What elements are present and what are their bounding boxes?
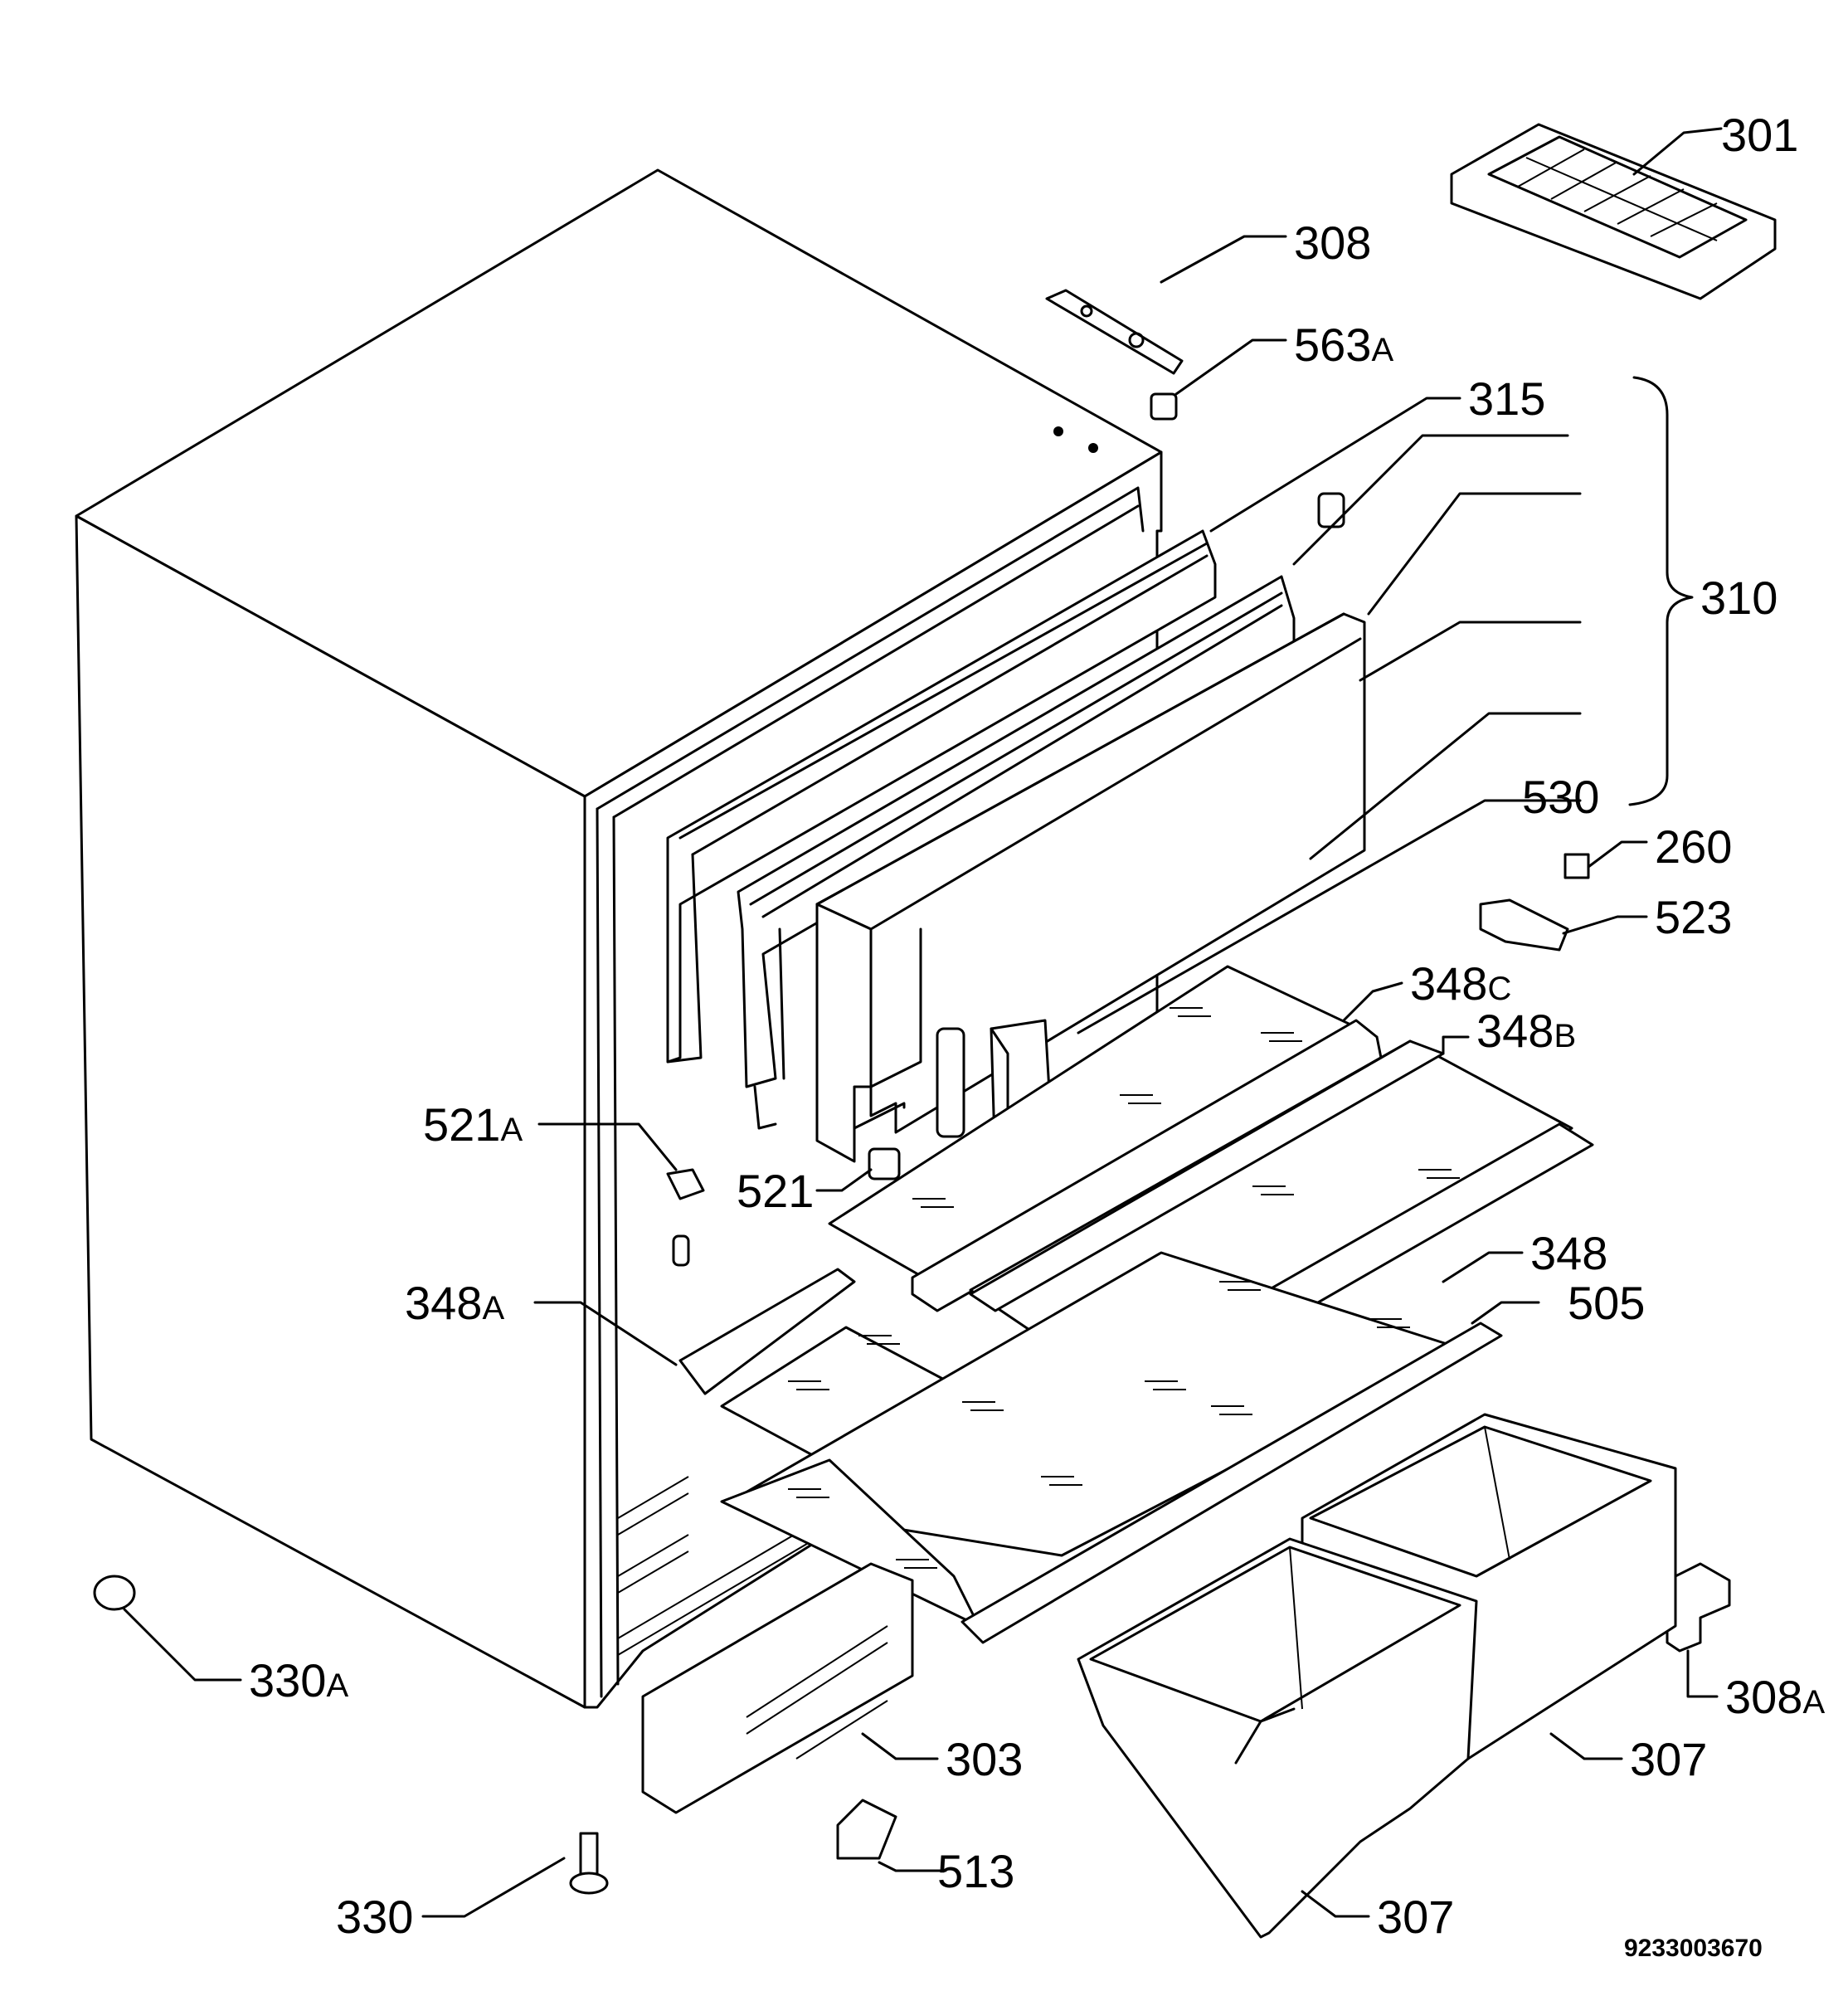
- callout-348a: 348A: [405, 1277, 504, 1329]
- callout-303: 303: [946, 1733, 1023, 1785]
- callout-307-right: 307: [1630, 1733, 1707, 1785]
- callout-530: 530: [1522, 771, 1599, 823]
- callout-523: 523: [1655, 891, 1732, 943]
- callout-563a: 563A: [1294, 319, 1393, 371]
- bracket-513: [836, 1799, 897, 1860]
- hinge-pin-315: [1317, 492, 1345, 528]
- strip-505: [960, 1322, 1503, 1644]
- callout-308: 308: [1294, 217, 1371, 269]
- crisper-drawer-left: [1077, 1537, 1478, 1939]
- lamp-cover-521a: [666, 1168, 705, 1267]
- callout-513: 513: [937, 1845, 1014, 1897]
- callout-260: 260: [1655, 820, 1732, 873]
- callout-labels: 301 308 563A 315 310 530 260 523 348C 34…: [249, 109, 1825, 1962]
- callout-521: 521: [737, 1165, 814, 1217]
- bracket-308a: [1666, 1562, 1731, 1653]
- document-id: 9233003670: [1624, 1935, 1763, 1962]
- toe-plate-303: [641, 1562, 914, 1814]
- callout-348c: 348C: [1410, 957, 1511, 1010]
- switch-260: [1564, 853, 1590, 879]
- callout-330: 330: [336, 1891, 413, 1943]
- lamp-521: [868, 1147, 901, 1180]
- lamp-holder-523: [1479, 898, 1569, 952]
- callout-307-left: 307: [1377, 1891, 1454, 1943]
- leader-lines: [123, 127, 1723, 1918]
- door-inner-frame: [737, 575, 1296, 1130]
- foot-330a: [93, 1575, 136, 1611]
- bracket-310: [1628, 376, 1694, 806]
- callout-521a: 521A: [423, 1098, 523, 1151]
- callout-301: 301: [1721, 109, 1798, 161]
- ice-cube-tray: [1450, 123, 1777, 300]
- callout-315: 315: [1468, 372, 1545, 425]
- hinge-pin-563a: [1150, 392, 1178, 421]
- callout-308a: 308A: [1725, 1671, 1825, 1723]
- callout-348b: 348B: [1476, 1005, 1576, 1057]
- callout-505: 505: [1568, 1277, 1645, 1329]
- foot-330: [569, 1832, 609, 1895]
- hinge-bracket-top: [1045, 289, 1184, 375]
- door-gasket-outer: [666, 529, 1217, 1064]
- callout-330a: 330A: [249, 1654, 348, 1706]
- door-panel: [815, 612, 1366, 1163]
- callout-310: 310: [1700, 572, 1777, 624]
- callout-348: 348: [1530, 1227, 1607, 1279]
- glass-marks: [788, 1007, 1460, 1569]
